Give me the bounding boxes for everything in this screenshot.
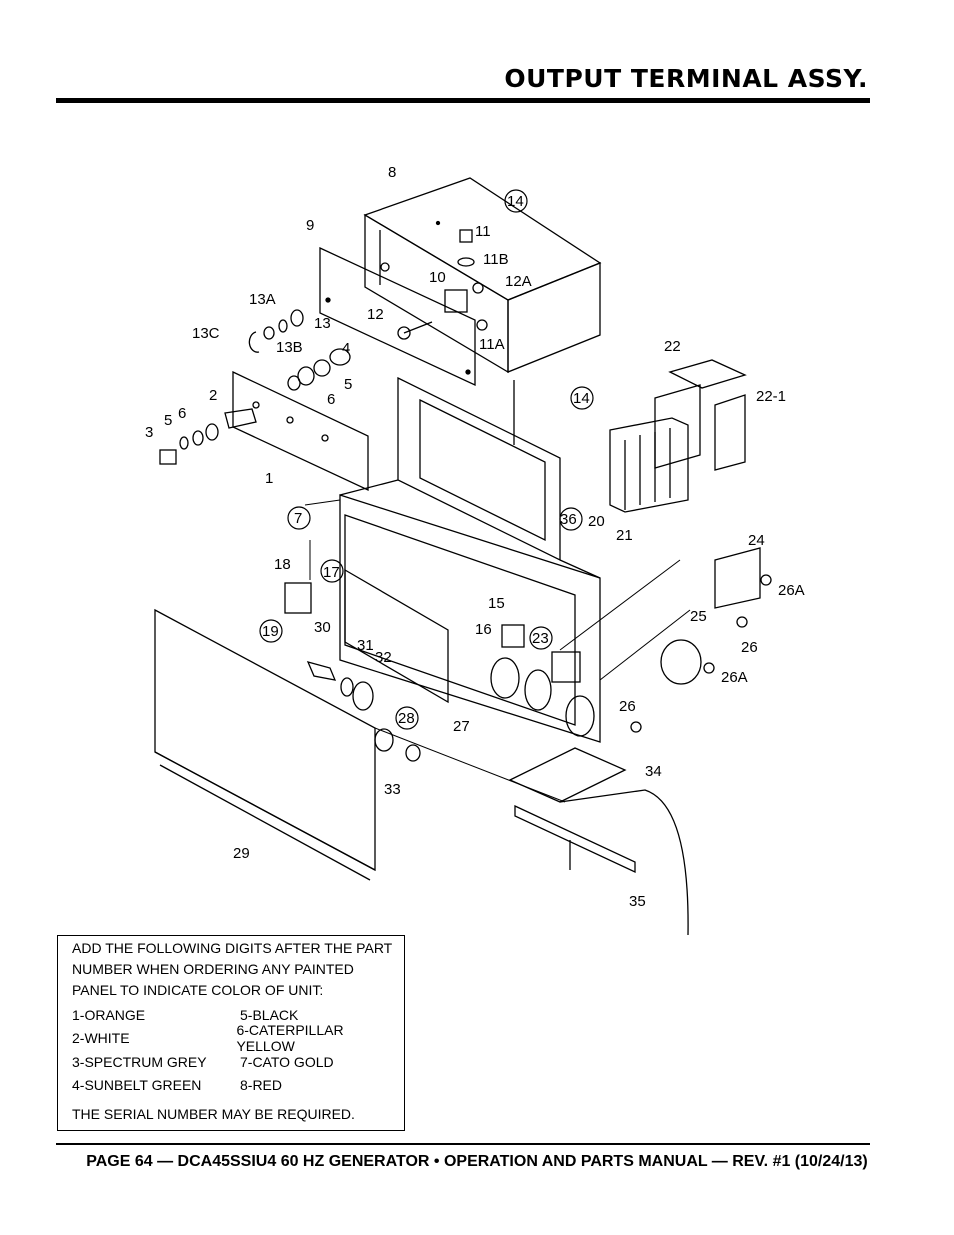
callout-5a: 5 [344, 376, 352, 393]
page-title: OUTPUT TERMINAL ASSY. [504, 64, 868, 93]
header-rule [56, 98, 870, 103]
color-code: 7-CATO GOLD [240, 1053, 334, 1070]
color-code: 4-SUNBELT GREEN [72, 1077, 202, 1094]
callout-14a: 14 [507, 193, 524, 210]
color-row: 3-SPECTRUM GREY 7-CATO GOLD [72, 1050, 402, 1074]
callout-6b: 6 [178, 405, 186, 422]
color-code: 2-WHITE [72, 1030, 130, 1047]
callout-35: 35 [629, 893, 646, 910]
callout-22-1: 22-1 [756, 388, 786, 405]
color-row: 4-SUNBELT GREEN 8-RED [72, 1074, 402, 1098]
callout-19: 19 [262, 623, 279, 640]
callout-15: 15 [488, 595, 505, 612]
callout-26b-part: 26 [619, 698, 636, 715]
callout-26a-upper: 26A [778, 582, 805, 599]
callout-11b: 11B [483, 251, 509, 268]
color-code: 8-RED [240, 1077, 283, 1094]
callout-25: 25 [690, 608, 707, 625]
color-row: 1-ORANGE 5-BLACK [72, 1003, 402, 1027]
callout-7: 7 [294, 510, 302, 527]
callout-6a: 6 [327, 391, 335, 408]
callout-18: 18 [274, 556, 291, 573]
callout-12: 12 [367, 306, 384, 323]
color-code: 5-BLACK [240, 1006, 299, 1023]
callout-16: 16 [475, 621, 492, 638]
color-row: 2-WHITE 6-CATERPILLAR YELLOW [72, 1022, 402, 1054]
callout-34: 34 [645, 763, 662, 780]
callout-13c: 13C [192, 325, 220, 342]
callout-11a: 11A [479, 336, 505, 353]
footer-rule [56, 1143, 870, 1145]
callout-32: 32 [375, 649, 392, 666]
callout-13b: 13B [276, 339, 303, 356]
callout-21: 21 [616, 527, 633, 544]
callout-1: 1 [265, 470, 273, 487]
callout-13: 13 [314, 315, 331, 332]
callout-33: 33 [384, 781, 401, 798]
callout-36: 36 [560, 511, 577, 528]
callout-26a-part: 26 [741, 639, 758, 656]
callout-31: 31 [357, 637, 374, 654]
callout-10: 10 [429, 269, 446, 286]
color-code-list: 1-ORANGE 5-BLACK 2-WHITE 6-CATERPILLAR Y… [72, 1003, 402, 1097]
callout-12a: 12A [505, 273, 532, 290]
callout-8: 8 [388, 164, 396, 181]
color-code: 3-SPECTRUM GREY [72, 1053, 207, 1070]
color-code: 1-ORANGE [72, 1006, 146, 1023]
callout-22: 22 [664, 338, 681, 355]
callout-11: 11 [475, 223, 491, 240]
callout-23: 23 [532, 630, 549, 647]
callout-4: 4 [342, 340, 350, 357]
serial-number-note: THE SERIAL NUMBER MAY BE REQUIRED. [72, 1106, 355, 1122]
callout-17: 17 [323, 564, 340, 581]
callout-5b: 5 [164, 412, 172, 429]
callout-14b: 14 [573, 390, 590, 407]
callout-26a-lower: 26A [721, 669, 748, 686]
color-code: 6-CATERPILLAR YELLOW [236, 1022, 344, 1055]
callout-29: 29 [233, 845, 250, 862]
callout-13a: 13A [249, 291, 276, 308]
callout-3: 3 [145, 424, 153, 441]
callout-28: 28 [398, 710, 415, 727]
callout-9: 9 [306, 217, 314, 234]
note-heading: ADD THE FOLLOWING DIGITS AFTER THE PART … [72, 940, 392, 998]
callout-2: 2 [209, 387, 217, 404]
callout-24: 24 [748, 532, 765, 549]
callout-30: 30 [314, 619, 331, 636]
page-footer: PAGE 64 — DCA45SSIU4 60 HZ GENERATOR • O… [86, 1153, 868, 1170]
callout-20: 20 [588, 513, 605, 530]
callout-27: 27 [453, 718, 470, 735]
paint-color-note: ADD THE FOLLOWING DIGITS AFTER THE PART … [57, 935, 405, 1131]
